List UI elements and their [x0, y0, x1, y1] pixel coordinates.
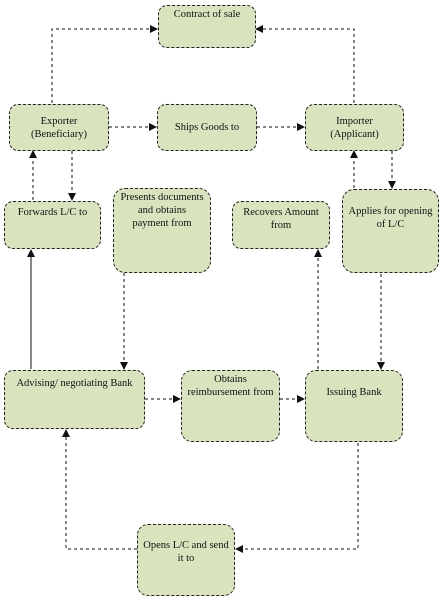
arrow-importer-to-contract: [255, 25, 355, 103]
exporter-box: Exporter (Beneficiary): [9, 104, 109, 151]
opens-lc-box: Opens L/C and send it to: [137, 524, 235, 596]
forwards-lc-label: Forwards L/C to: [17, 207, 88, 218]
applies-opening-box: Applies for opening of L/C: [342, 189, 439, 273]
presents-documents-box: Presents documents and obtains payment f…: [113, 188, 211, 273]
exporter-label: Exporter (Beneficiary): [31, 115, 87, 140]
importer-box: Importer (Applicant): [305, 104, 404, 151]
forwards-lc-box: Forwards L/C to: [4, 201, 101, 249]
advising-bank-label: Advising/ negotiating Bank: [16, 378, 133, 389]
obtains-reimbursement-box: Obtains reimbursement from: [181, 370, 280, 442]
contract-of-sale-box: Contract of sale: [158, 5, 256, 48]
ships-goods-box: Ships Goods to: [157, 104, 257, 151]
opens-lc-label: Opens L/C and send it to: [143, 540, 229, 564]
applies-opening-label: Applies for opening of L/C: [348, 206, 433, 230]
presents-documents-label: Presents documents and obtains payment f…: [120, 192, 204, 229]
importer-label: Importer (Applicant): [330, 115, 379, 140]
arrow-opens-to-advising: [62, 429, 137, 550]
issuing-bank-box: Issuing Bank: [305, 370, 403, 442]
arrow-exporter-to-contract: [51, 25, 158, 103]
advising-bank-box: Advising/ negotiating Bank: [4, 370, 145, 429]
ships-goods-label: Ships Goods to: [174, 122, 240, 133]
arrow-issuing-to-opens: [235, 443, 359, 553]
obtains-reimbursement-label: Obtains reimbursement from: [187, 374, 274, 398]
issuing-bank-label: Issuing Bank: [326, 387, 382, 398]
recovers-amount-label: Recovers Amount from: [243, 207, 319, 231]
contract-of-sale-label: Contract of sale: [173, 9, 241, 20]
recovers-amount-box: Recovers Amount from: [232, 201, 330, 249]
